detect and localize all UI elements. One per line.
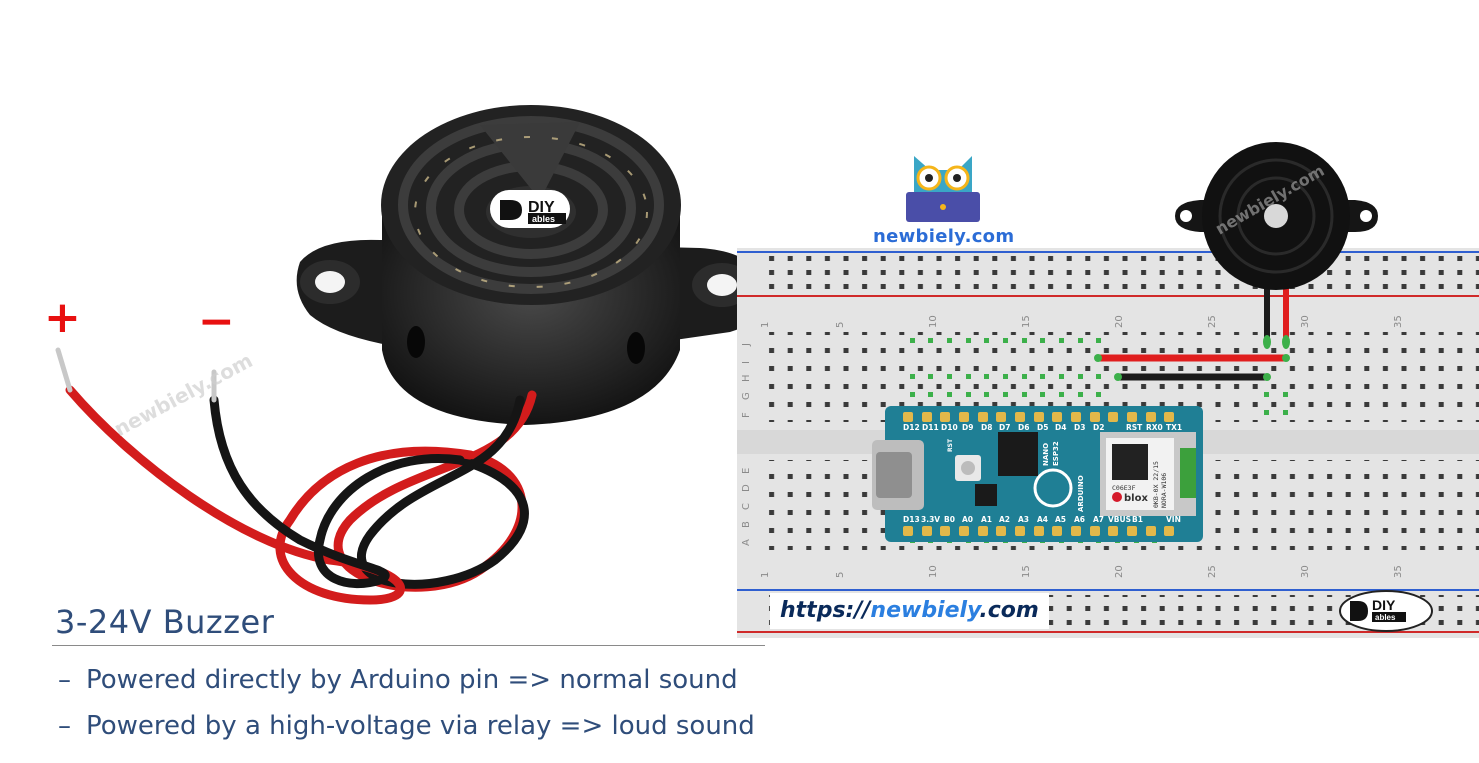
board-label-arduino: ARDUINO bbox=[1077, 475, 1085, 512]
pin-a1: A1 bbox=[981, 515, 992, 524]
module-model: NORA-W106 bbox=[1160, 473, 1168, 508]
col-top-1: 1 bbox=[760, 322, 771, 328]
buzzer-component bbox=[1175, 142, 1378, 349]
pin-d7: D7 bbox=[999, 423, 1010, 432]
plus-sign: + bbox=[44, 292, 81, 343]
col-top-20: 20 bbox=[1114, 315, 1125, 328]
pin-a0: A0 bbox=[962, 515, 973, 524]
logo-left-top: DIY bbox=[528, 199, 555, 216]
pin-d5: D5 bbox=[1037, 423, 1048, 432]
col-bottom-20: 20 bbox=[1114, 565, 1125, 578]
module-date: 0KB-0X 22/15 bbox=[1152, 461, 1160, 508]
pin-vbus: VBUS bbox=[1108, 515, 1131, 524]
pin-a3: A3 bbox=[1018, 515, 1029, 524]
col-top-30: 30 bbox=[1300, 315, 1311, 328]
module-code: C06E3F bbox=[1112, 484, 1136, 492]
logo-right-top: DIY bbox=[1372, 597, 1396, 613]
bullet-list: –Powered directly by Arduino pin => norm… bbox=[58, 657, 755, 749]
row-f: F bbox=[741, 412, 752, 418]
breadboard-labels: 1 5 10 15 20 25 30 35 1 5 10 15 20 25 30… bbox=[741, 315, 1404, 578]
module-brand: blox bbox=[1124, 493, 1148, 504]
col-bottom-30: 30 bbox=[1300, 565, 1311, 578]
pin-d11: D11 bbox=[922, 423, 939, 432]
row-a: A bbox=[741, 539, 752, 546]
pin-b0: B0 bbox=[944, 515, 955, 524]
jumper-wires bbox=[1094, 354, 1290, 381]
pin-d9: D9 bbox=[962, 423, 973, 432]
title-divider bbox=[52, 645, 765, 646]
pin-a7: A7 bbox=[1093, 515, 1104, 524]
row-j: J bbox=[741, 343, 752, 347]
col-top-25: 25 bbox=[1207, 315, 1218, 328]
pin-tx1: TX1 bbox=[1166, 423, 1182, 432]
pin-a2: A2 bbox=[999, 515, 1010, 524]
col-bottom-25: 25 bbox=[1207, 565, 1218, 578]
col-bottom-5: 5 bbox=[835, 572, 846, 578]
pin-rx0: RX0 bbox=[1146, 423, 1163, 432]
board-label-nano: NANO bbox=[1042, 443, 1050, 466]
col-top-10: 10 bbox=[928, 315, 939, 328]
pin-vin: VIN bbox=[1166, 515, 1181, 524]
pin-d3: D3 bbox=[1074, 423, 1085, 432]
row-i: I bbox=[741, 361, 752, 364]
pin-rst: RST bbox=[1126, 423, 1143, 432]
row-e: E bbox=[741, 468, 752, 474]
row-d: D bbox=[741, 484, 752, 492]
row-g: G bbox=[741, 392, 752, 400]
diyables-logo-left: DIY ables bbox=[490, 190, 570, 228]
bullet-item: –Powered by a high-voltage via relay => … bbox=[58, 711, 755, 741]
owl-mascot-icon bbox=[906, 156, 980, 222]
url-prefix: https:// bbox=[780, 598, 871, 623]
pin-d8: D8 bbox=[981, 423, 992, 432]
page-title: 3-24V Buzzer bbox=[55, 603, 275, 641]
col-bottom-35: 35 bbox=[1393, 565, 1404, 578]
url-label[interactable]: https://newbiely.com bbox=[770, 593, 1049, 629]
bullet-item: –Powered directly by Arduino pin => norm… bbox=[58, 665, 738, 695]
pin-a6: A6 bbox=[1074, 515, 1085, 524]
col-bottom-10: 10 bbox=[928, 565, 939, 578]
pin-b1: B1 bbox=[1132, 515, 1143, 524]
col-top-5: 5 bbox=[835, 322, 846, 328]
pin-d13: D13 bbox=[903, 515, 920, 524]
row-b: B bbox=[741, 521, 752, 528]
pin-d4: D4 bbox=[1055, 423, 1066, 432]
col-top-15: 15 bbox=[1021, 315, 1032, 328]
pin-d10: D10 bbox=[941, 423, 958, 432]
pin-a5: A5 bbox=[1055, 515, 1066, 524]
url-suffix: .com bbox=[979, 598, 1039, 623]
url-highlight: newbiely bbox=[870, 598, 980, 623]
logo-right-bottom: ables bbox=[1375, 613, 1396, 622]
bullet-text: Powered by a high-voltage via relay => l… bbox=[86, 711, 755, 741]
bullet-text: Powered directly by Arduino pin => norma… bbox=[86, 665, 738, 695]
board-label-rst: RST bbox=[947, 438, 954, 452]
minus-sign: − bbox=[198, 296, 235, 347]
arduino-nano-esp32: D12 D11 D10 D9 D8 D7 D6 D5 D4 D3 D2 RST … bbox=[872, 406, 1203, 542]
pin-a4: A4 bbox=[1037, 515, 1048, 524]
col-top-35: 35 bbox=[1393, 315, 1404, 328]
pin-d2: D2 bbox=[1093, 423, 1104, 432]
logo-left-bottom: ables bbox=[532, 214, 555, 224]
row-c: C bbox=[741, 503, 752, 510]
brand-label: newbiely.com bbox=[873, 226, 1015, 247]
pin-d12: D12 bbox=[903, 423, 920, 432]
buzzer-photo bbox=[55, 105, 765, 605]
pin-d6: D6 bbox=[1018, 423, 1029, 432]
col-bottom-1: 1 bbox=[760, 572, 771, 578]
diyables-logo-right: DIY ables bbox=[1339, 590, 1433, 632]
pin-3v3: 3.3V bbox=[921, 515, 940, 524]
col-bottom-15: 15 bbox=[1021, 565, 1032, 578]
board-label-esp32: ESP32 bbox=[1052, 441, 1060, 466]
row-h: H bbox=[741, 374, 752, 382]
